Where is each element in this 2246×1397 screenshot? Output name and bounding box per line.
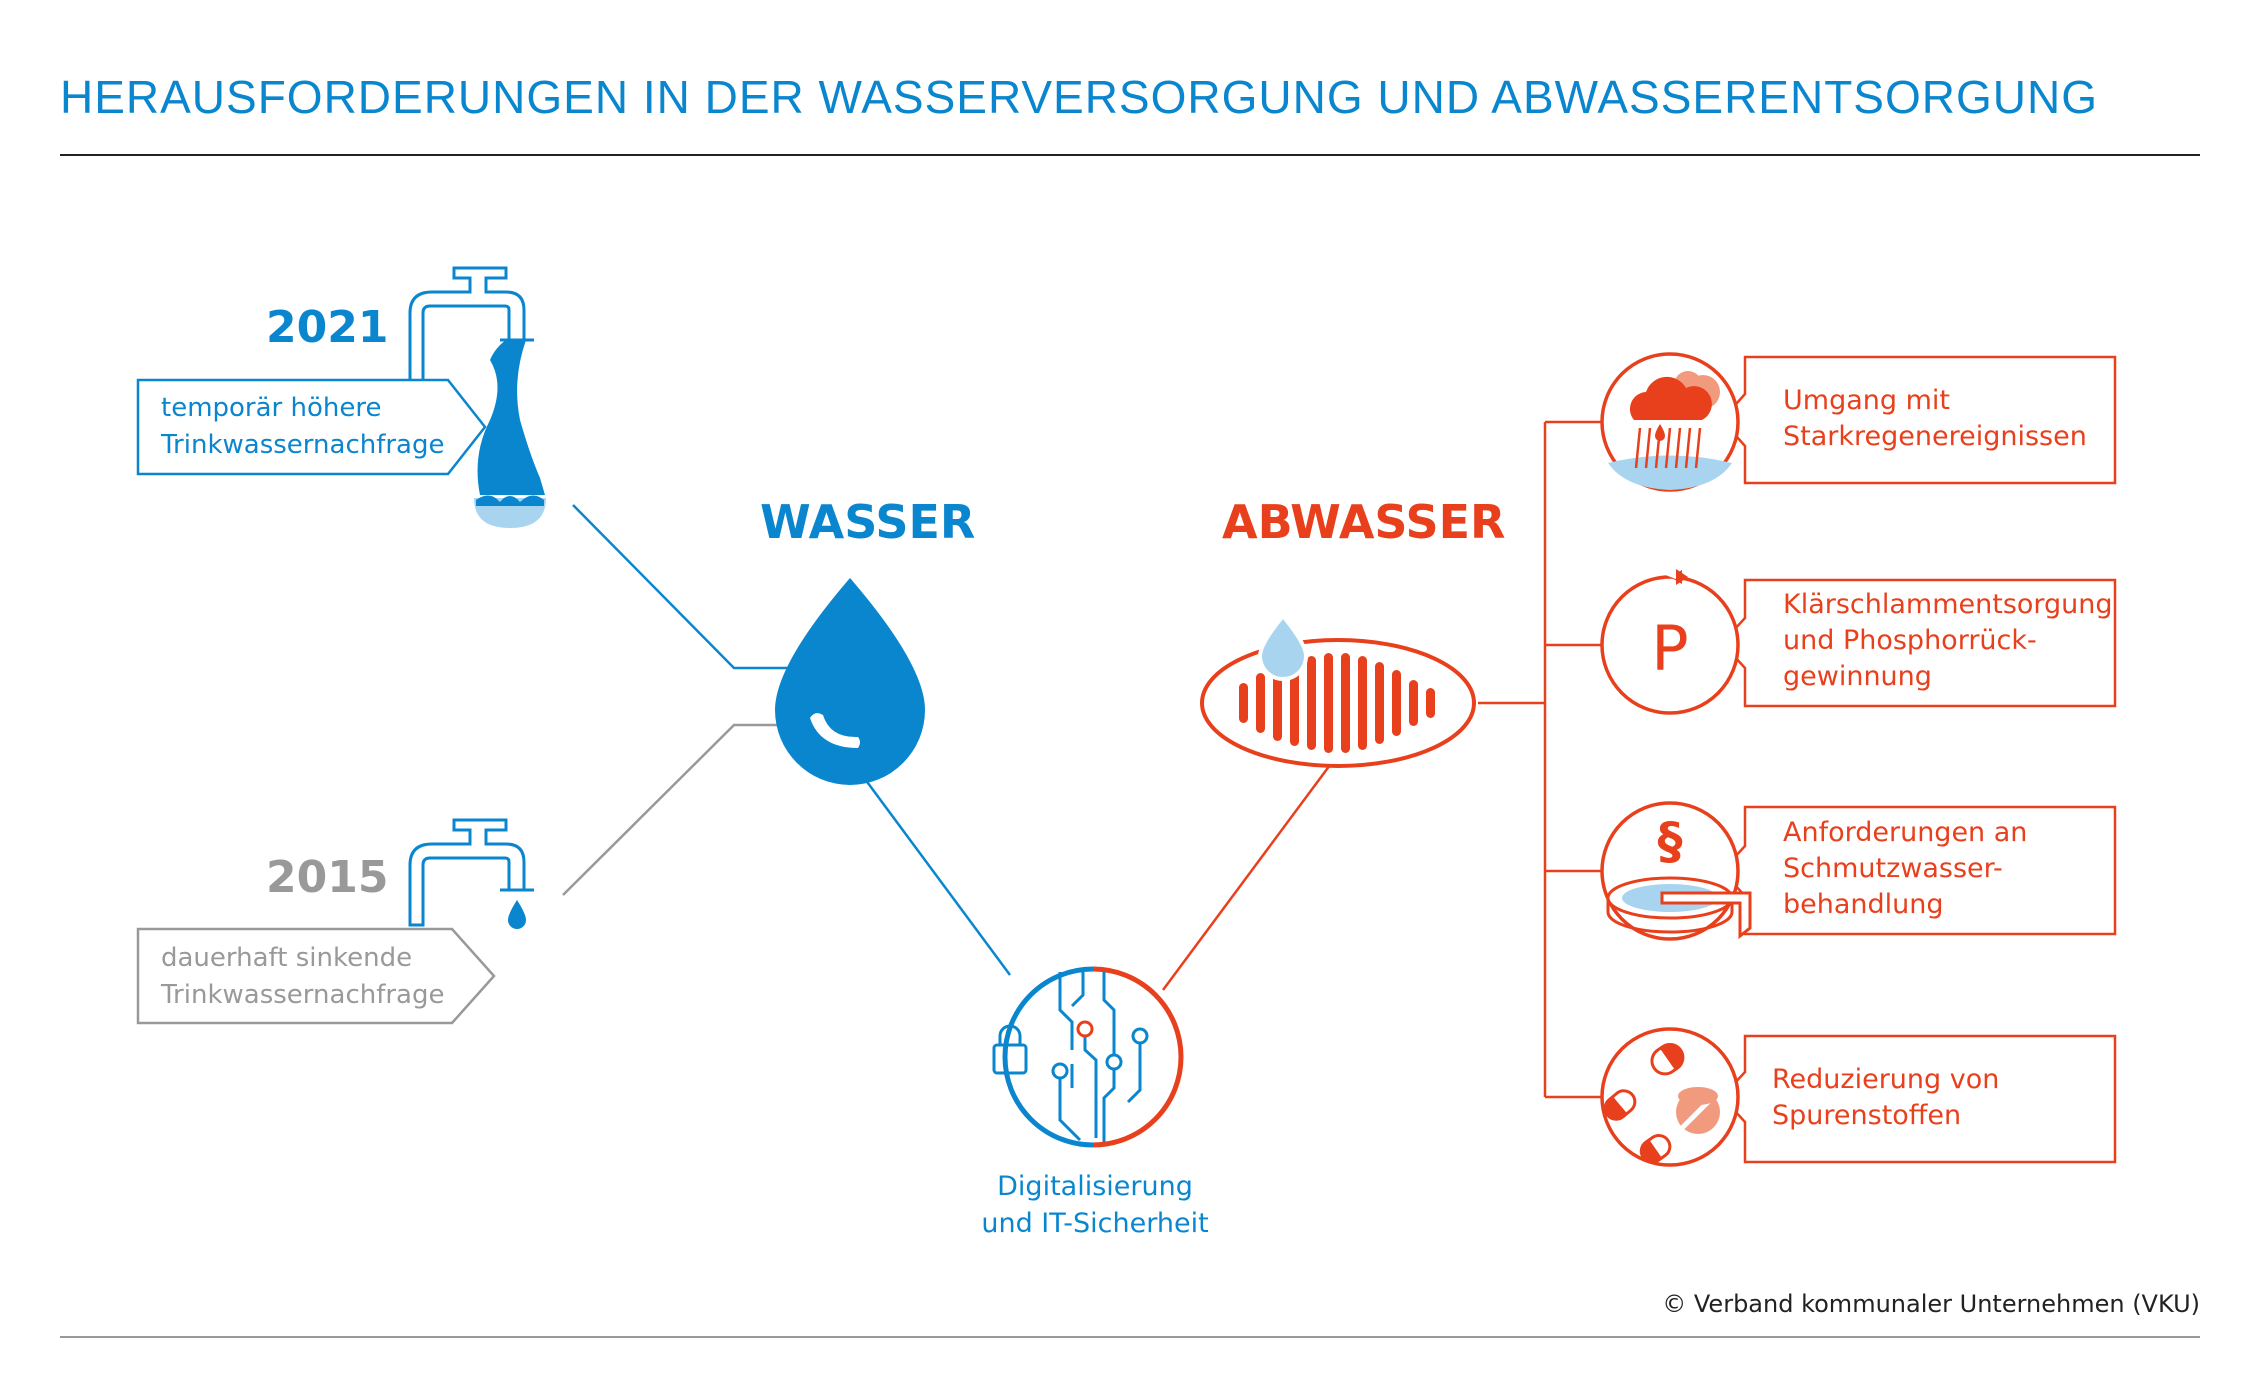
topic-2-line-3: gewinnung xyxy=(1783,661,1932,692)
topic-boxes xyxy=(1720,355,2117,1164)
callout-2015-box xyxy=(136,927,496,1025)
phosphorus-recycling-icon: P xyxy=(1651,567,1689,685)
callout-2021-box xyxy=(136,378,487,476)
connector-2021-to-water xyxy=(572,504,790,670)
topic-1-line-1: Umgang mit xyxy=(1783,385,1950,416)
connector-abwasser-to-digital xyxy=(1161,764,1332,991)
circuit-lock-icon xyxy=(992,966,1184,1148)
paragraph-symbol: § xyxy=(1658,812,1683,870)
wastewater-heading: ABWASSER xyxy=(1222,495,1506,549)
digital-label: Digitalisierung und IT-Sicherheit xyxy=(960,1168,1230,1242)
connector-2015-to-water xyxy=(562,723,790,896)
treatment-basin-icon: § xyxy=(1606,812,1752,940)
topic-4-text: Reduzierung von Spurenstoffen xyxy=(1772,1062,1999,1134)
callout-2015-text: dauerhaft sinkende Trinkwassernachfrage xyxy=(161,940,445,1014)
digital-line-2: und IT-Sicherheit xyxy=(981,1208,1209,1239)
topic-1-line-2: Starkregenereignissen xyxy=(1783,421,2087,452)
topic-4-line-1: Reduzierung von xyxy=(1772,1064,2000,1095)
topic-2-text: Klärschlammentsorgung und Phosphorrück- … xyxy=(1783,587,2113,695)
wastewater-icon xyxy=(1200,612,1476,768)
topic-2-line-2: und Phosphorrück- xyxy=(1783,625,2037,656)
copyright-notice: © Verband kommunaler Unternehmen (VKU) xyxy=(1662,1290,2200,1318)
callout-2021-line-2: Trinkwassernachfrage xyxy=(161,430,445,460)
connector-water-to-digital xyxy=(860,774,1012,976)
topic-box-4 xyxy=(1720,1034,2117,1164)
connector-lines xyxy=(562,420,1603,1099)
callout-2015-line-2: Trinkwassernachfrage xyxy=(161,980,445,1010)
year-2021: 2021 xyxy=(266,302,389,353)
topic-4-line-2: Spurenstoffen xyxy=(1772,1100,1962,1131)
topic-1-text: Umgang mit Starkregenereignissen xyxy=(1783,383,2087,455)
year-2015: 2015 xyxy=(266,852,389,903)
wastewater-drop-icon xyxy=(1257,612,1309,681)
faucet-2015-icon xyxy=(408,818,534,927)
top-divider xyxy=(60,154,2200,156)
callout-2021-line-1: temporär höhere xyxy=(161,393,382,423)
callout-2015-line-1: dauerhaft sinkende xyxy=(161,943,413,973)
bottom-divider xyxy=(60,1336,2200,1338)
digital-line-1: Digitalisierung xyxy=(997,1171,1193,1202)
topic-box-1 xyxy=(1720,355,2117,485)
water-heading: WASSER xyxy=(760,495,976,549)
drip-icon xyxy=(508,900,526,929)
topic-box-2 xyxy=(1720,578,2117,708)
topic-3-line-3: behandlung xyxy=(1783,889,1944,920)
topic-3-line-2: Schmutzwasser- xyxy=(1783,853,2003,884)
splash-bowl-icon xyxy=(474,495,546,528)
phosphorus-symbol: P xyxy=(1651,612,1688,685)
topic-3-text: Anforderungen an Schmutzwasser- behandlu… xyxy=(1783,815,2027,923)
micropollutants-icon xyxy=(1603,1042,1720,1164)
topic-2-line-1: Klärschlammentsorgung xyxy=(1783,589,2113,620)
heavy-rain-icon xyxy=(1608,371,1732,490)
water-drop-icon xyxy=(775,578,925,785)
callout-2021-text: temporär höhere Trinkwassernachfrage xyxy=(161,390,445,464)
water-flow-icon xyxy=(477,340,545,495)
topic-3-line-1: Anforderungen an xyxy=(1783,817,2028,848)
page-title: HERAUSFORDERUNGEN IN DER WASSERVERSORGUN… xyxy=(60,71,2098,123)
